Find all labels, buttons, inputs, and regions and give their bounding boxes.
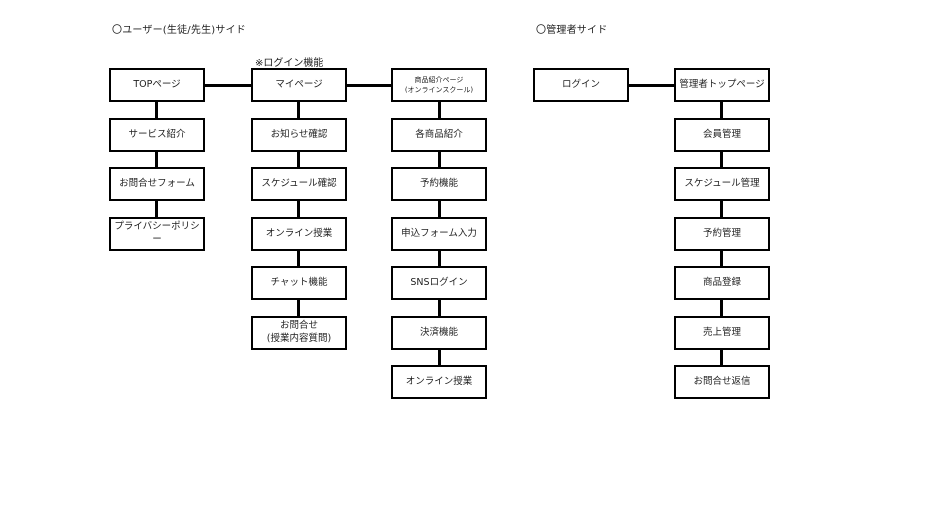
node-service-intro: サービス紹介 [109,118,205,152]
node-application-form: 申込フォーム入力 [391,217,487,251]
connector-login-to-admin-top [628,84,675,87]
connector-col2 [297,101,300,317]
node-payment: 決済機能 [391,316,487,350]
node-product-registration: 商品登録 [674,266,770,300]
node-online-class-2: オンライン授業 [391,365,487,399]
node-privacy-policy: プライバシーポリシー [109,217,205,251]
node-my-page: マイページ [251,68,347,102]
admin-side-title: 〇管理者サイド [536,25,608,36]
node-schedule-check: スケジュール確認 [251,167,347,201]
connector-mypage-to-product [346,84,392,87]
connector-col1 [155,101,158,218]
login-feature-note: ※ログイン機能 [255,58,324,69]
user-side-title: 〇ユーザー(生徒/先生)サイド [112,25,246,36]
node-each-product: 各商品紹介 [391,118,487,152]
node-schedule-management: スケジュール管理 [674,167,770,201]
node-online-class: オンライン授業 [251,217,347,251]
node-contact-form: お問合せフォーム [109,167,205,201]
node-inquiry-reply: お問合せ返信 [674,365,770,399]
node-reservation-management: 予約管理 [674,217,770,251]
node-notice-check: お知らせ確認 [251,118,347,152]
node-reservation: 予約機能 [391,167,487,201]
node-sales-management: 売上管理 [674,316,770,350]
node-product-page: 商品紹介ページ (オンラインスクール) [391,68,487,102]
node-sns-login: SNSログイン [391,266,487,300]
node-admin-login: ログイン [533,68,629,102]
connector-top-to-mypage [204,84,251,87]
node-inquiry-class: お問合せ (授業内容質問) [251,316,347,350]
node-chat-feature: チャット機能 [251,266,347,300]
node-admin-top: 管理者トップページ [674,68,770,102]
node-top-page: TOPページ [109,68,205,102]
node-member-management: 会員管理 [674,118,770,152]
